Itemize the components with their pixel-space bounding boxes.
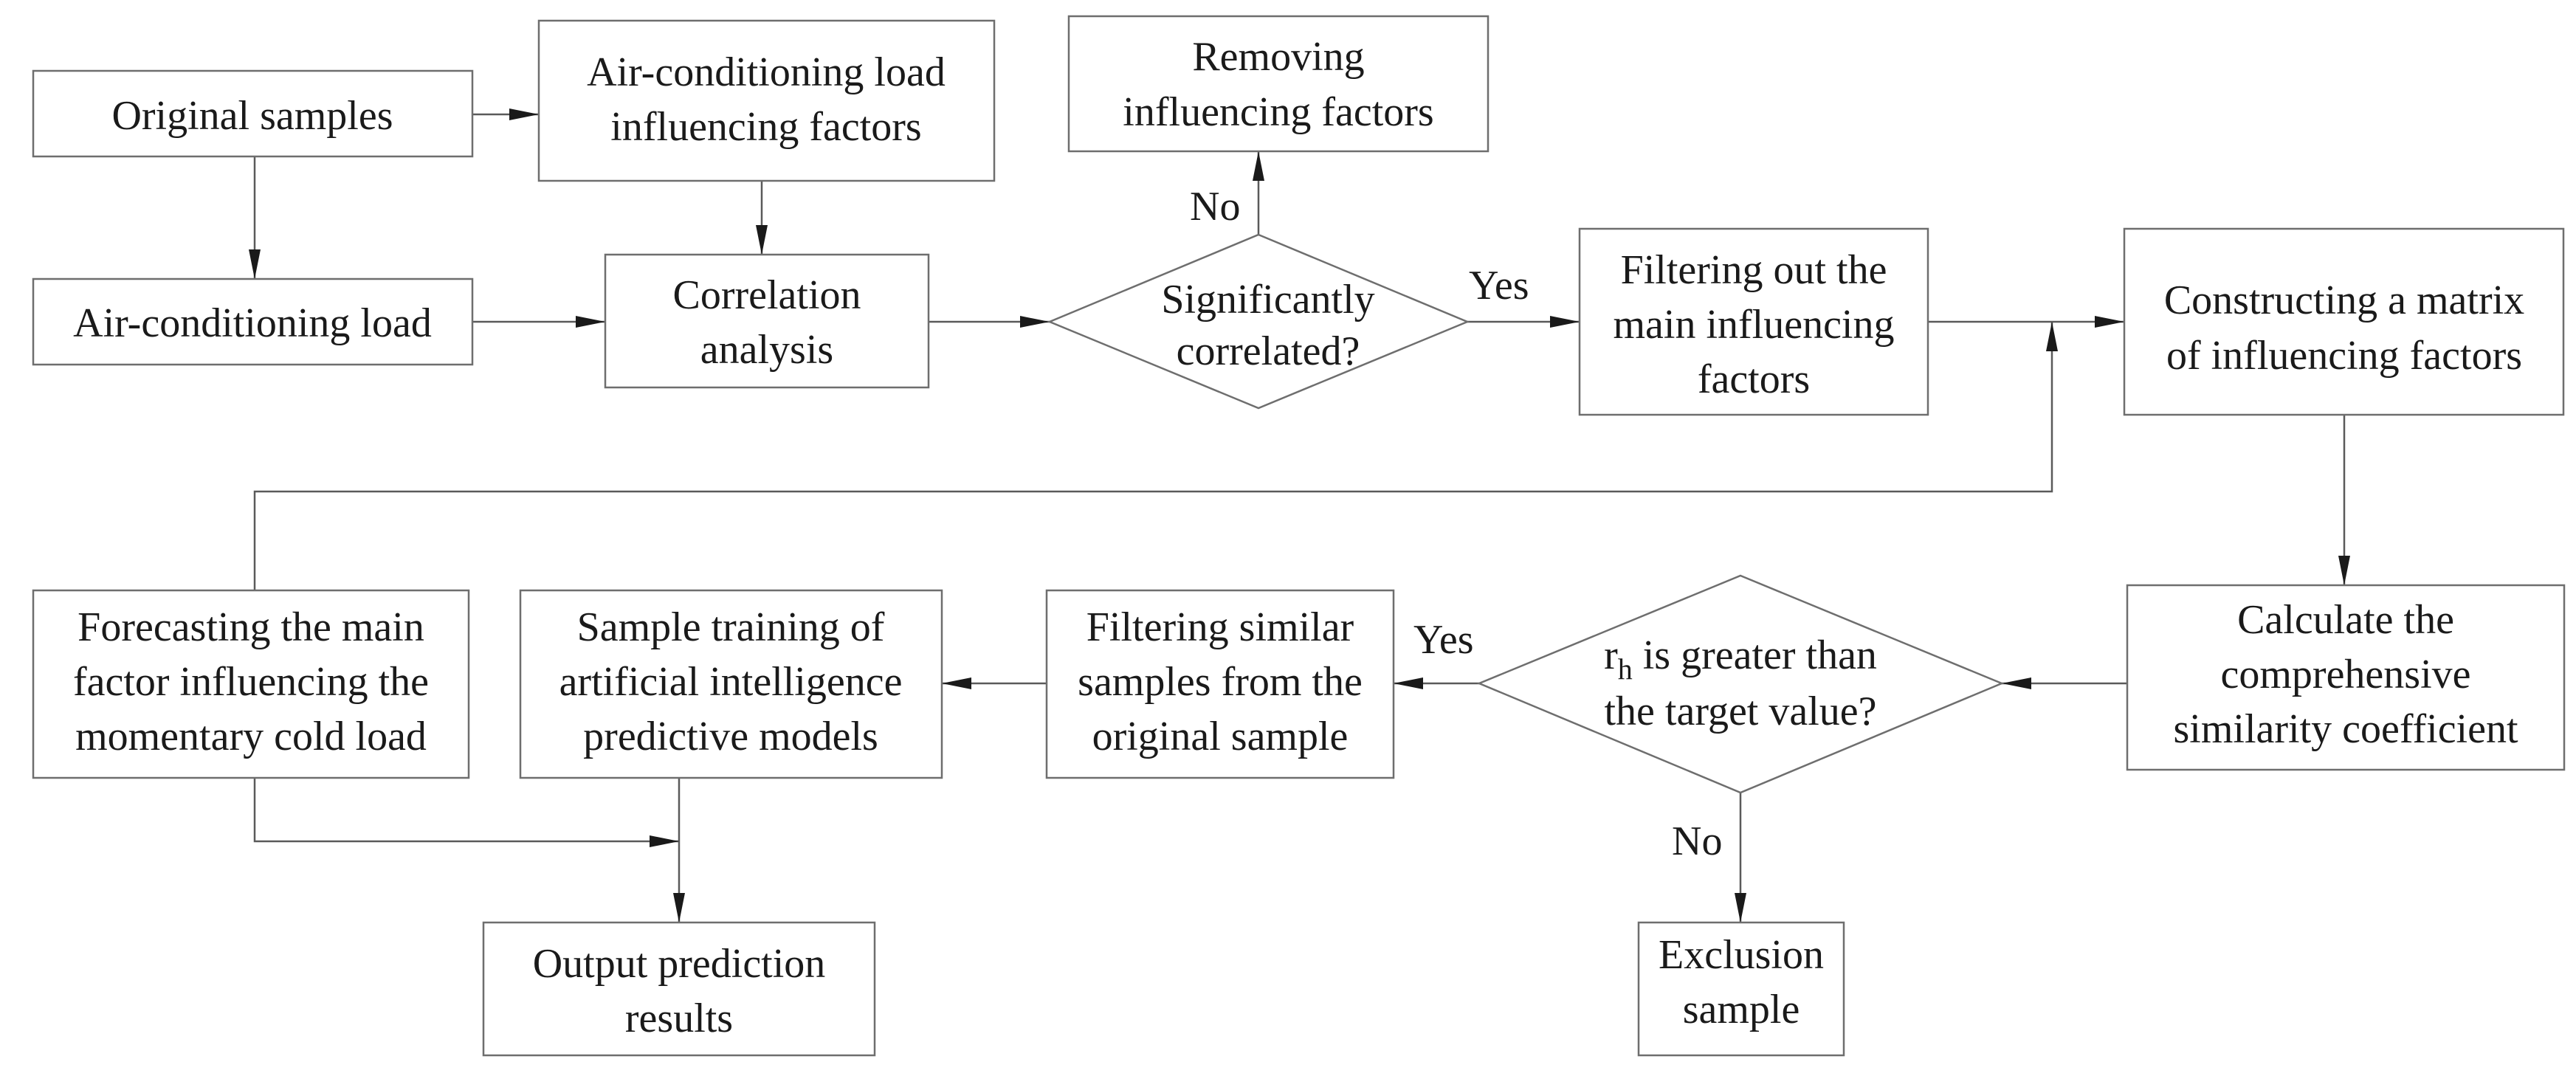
- label-no-top: No: [1190, 184, 1240, 230]
- node-sample-training-line-3: predictive models: [583, 714, 878, 759]
- node-filtering-similar-line-1: Filtering similar: [1086, 604, 1354, 650]
- node-original-samples-line-1: Original samples: [111, 93, 393, 139]
- node-calculate-coefficient-line-2: comprehensive: [2221, 652, 2471, 697]
- node-filtering-main-factors: Filtering out the main influencing facto…: [1578, 227, 1929, 416]
- node-significantly-correlated-line-1: Significantly: [1161, 277, 1374, 323]
- label-yes-top: Yes: [1469, 263, 1529, 308]
- node-ac-influencing-factors-line-2: influencing factors: [610, 104, 921, 150]
- node-calculate-coefficient-line-1: Calculate the: [2237, 597, 2454, 643]
- node-forecasting-main-factor-line-1: Forecasting the main: [78, 604, 424, 650]
- node-significantly-correlated-line-2: correlated?: [1177, 328, 1360, 374]
- node-calculate-coefficient-line-3: similarity coefficient: [2173, 706, 2518, 752]
- node-filtering-main-factors-line-3: factors: [1698, 356, 1810, 402]
- node-removing-factors-line-1: Removing: [1192, 34, 1364, 80]
- node-ac-load-line-1: Air-conditioning load: [73, 300, 432, 346]
- node-correlation-analysis-line-2: analysis: [700, 327, 833, 373]
- rh-subscript: h: [1618, 652, 1633, 686]
- node-exclusion-sample-line-1: Exclusion: [1659, 932, 1824, 978]
- node-forecasting-main-factor-line-3: momentary cold load: [75, 714, 427, 759]
- node-calculate-coefficient: Calculate the comprehensive similarity c…: [2126, 584, 2566, 771]
- node-correlation-analysis-line-1: Correlation: [672, 272, 861, 318]
- node-filtering-main-factors-line-2: main influencing: [1613, 302, 1894, 348]
- node-constructing-matrix: Constructing a matrix of influencing fac…: [2123, 227, 2565, 416]
- node-original-samples: Original samples: [32, 69, 474, 158]
- node-constructing-matrix-line-1: Constructing a matrix: [2164, 277, 2524, 323]
- node-significantly-correlated: Significantly correlated?: [1047, 233, 1470, 410]
- node-sample-training-line-2: artificial intelligence: [559, 659, 903, 705]
- label-no-bottom: No: [1672, 818, 1722, 864]
- node-ac-influencing-factors: Air-conditioning load influencing factor…: [537, 19, 996, 182]
- node-ac-influencing-factors-line-1: Air-conditioning load: [587, 49, 946, 95]
- node-removing-factors: Removing influencing factors: [1067, 15, 1490, 153]
- node-removing-factors-line-2: influencing factors: [1123, 89, 1433, 135]
- rh-line1-rest: is greater than: [1633, 632, 1877, 678]
- node-ac-load: Air-conditioning load: [32, 277, 474, 366]
- node-rh-greater-line-1: rh is greater than: [1604, 632, 1877, 686]
- edge-forecasting-loop-to-matrix: [253, 322, 2058, 590]
- edges: [249, 108, 2350, 922]
- node-filtering-main-factors-line-1: Filtering out the: [1621, 247, 1887, 293]
- rh-symbol: r: [1604, 632, 1618, 678]
- node-filtering-similar-line-3: original sample: [1092, 714, 1349, 759]
- node-output-results-line-2: results: [625, 996, 733, 1041]
- node-forecasting-main-factor-line-2: factor influencing the: [73, 659, 429, 705]
- node-output-results: Output prediction results: [482, 921, 876, 1057]
- node-rh-greater-line-2: the target value?: [1604, 689, 1876, 734]
- node-correlation-analysis: Correlation analysis: [604, 253, 930, 389]
- node-constructing-matrix-line-2: of influencing factors: [2166, 333, 2522, 379]
- node-sample-training-line-1: Sample training of: [577, 604, 885, 650]
- node-rh-greater: rh is greater than the target value?: [1476, 574, 2005, 794]
- label-yes-bottom: Yes: [1413, 617, 1473, 663]
- node-filtering-similar-line-2: samples from the: [1078, 659, 1363, 705]
- node-exclusion-sample: Exclusion sample: [1637, 921, 1845, 1057]
- edge-forecasting-to-output: [253, 778, 679, 847]
- node-forecasting-main-factor: Forecasting the main factor influencing …: [32, 589, 470, 779]
- node-exclusion-sample-line-2: sample: [1683, 987, 1800, 1032]
- node-filtering-similar: Filtering similar samples from the origi…: [1045, 589, 1395, 779]
- node-sample-training: Sample training of artificial intelligen…: [519, 589, 943, 779]
- node-output-results-line-1: Output prediction: [533, 941, 826, 987]
